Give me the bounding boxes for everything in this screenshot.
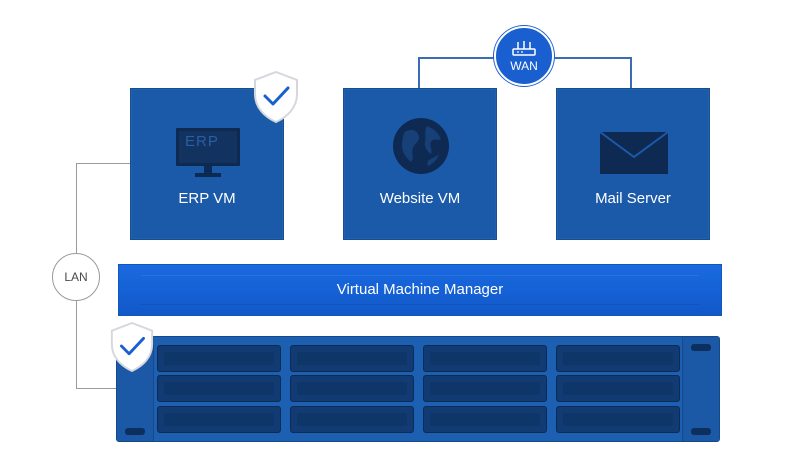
globe-icon [393,118,449,174]
drive-bay [556,345,680,372]
drive-bay [157,345,281,372]
drive-bay [423,345,547,372]
drive-bay [556,375,680,402]
mail-server-label: Mail Server [595,190,671,207]
drive-bay [423,375,547,402]
wan-link-left [418,57,502,59]
vmm-label: Virtual Machine Manager [336,281,504,298]
drive-bay [423,406,547,433]
wan-node[interactable]: WAN [494,26,554,86]
drive-bay [290,345,414,372]
lan-label: LAN [64,270,88,284]
drive-bay [556,406,680,433]
rack-handle-left-bottom [125,428,145,435]
drive-bay [157,406,281,433]
envelope-icon [599,131,669,174]
rack-handle-right-top [691,344,711,351]
router-icon [512,40,536,56]
drive-bay [290,375,414,402]
lan-node[interactable]: LAN [52,253,100,301]
nas-rack-unit[interactable] [116,336,720,442]
rack-handle-right-bottom [691,428,711,435]
monitor-icon [176,128,240,177]
drive-bay [157,375,281,402]
website-vm-box[interactable]: Website VM [343,88,497,240]
wan-label: WAN [510,58,538,73]
erp-vm-box[interactable]: ERP ERP VM [130,88,284,240]
website-vm-label: Website VM [379,190,461,207]
mail-server-box[interactable]: Mail Server [556,88,710,240]
drive-bay [290,406,414,433]
shield-check-icon [110,321,154,373]
vmm-bar-bevel [141,275,699,305]
erp-vm-label: ERP VM [178,190,236,207]
shield-check-icon [254,70,298,124]
wan-link-right-down [630,57,632,88]
wan-link-left-down [418,57,420,88]
erp-screen-text: ERP [185,133,219,150]
rack-ear-right [682,337,719,441]
lan-link-bottom [76,388,118,389]
wan-link-right [548,57,632,59]
lan-link-top [76,163,130,164]
virtual-machine-manager-bar[interactable]: Virtual Machine Manager [118,264,722,316]
